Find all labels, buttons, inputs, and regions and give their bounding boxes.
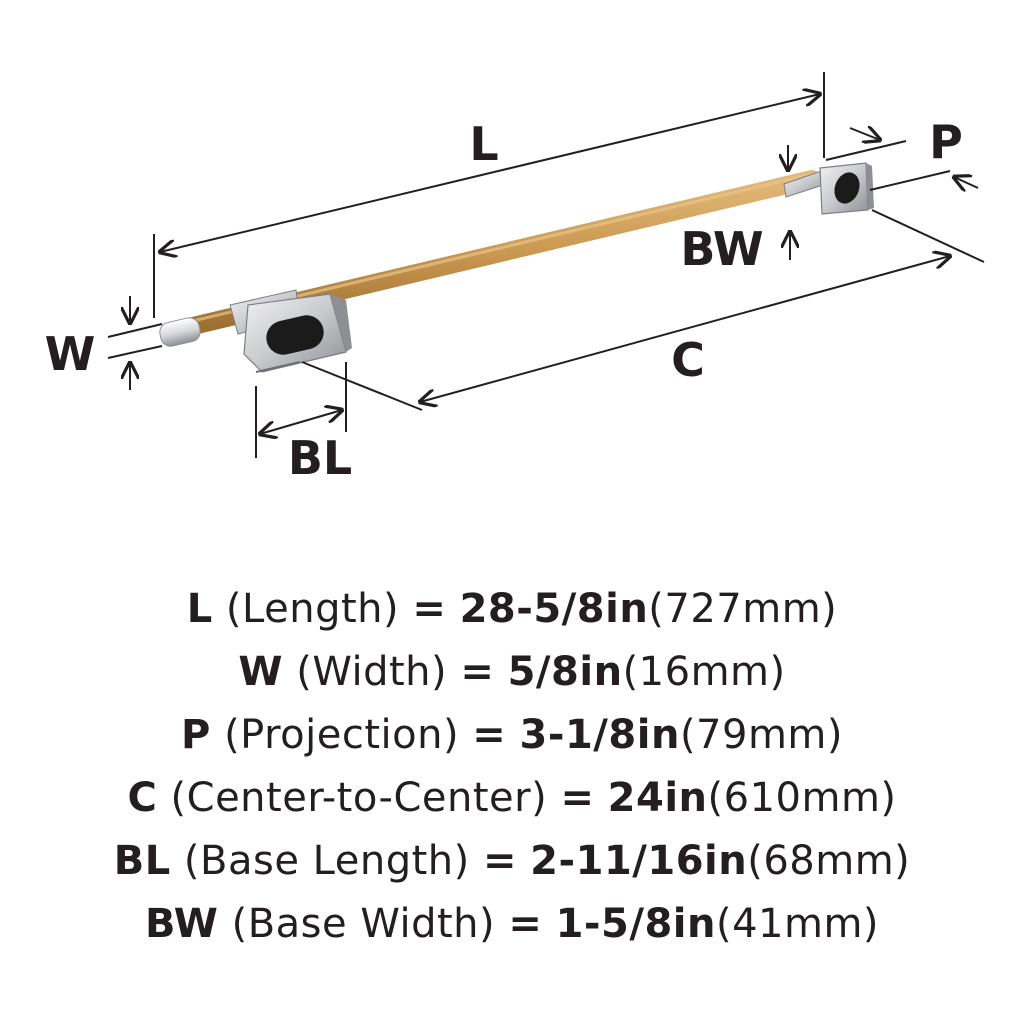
spec-metric: (41mm) (716, 901, 880, 947)
dimension-BL: BL (255, 362, 352, 485)
spec-abbr: BL (113, 838, 171, 884)
spec-base-length: BL (Base Length) = 2-11/16in(68mm) (0, 830, 1024, 893)
spec-value: 3-1/8in (519, 712, 680, 758)
spec-equals: = (472, 712, 507, 758)
spec-base-width: BW (Base Width) = 1-5/8in(41mm) (0, 893, 1024, 956)
spec-value: 1-5/8in (555, 901, 716, 947)
spec-value: 28-5/8in (459, 586, 649, 632)
spec-name: (Width) (296, 649, 448, 695)
towel-bar-dimension-diagram: L P BW W C BL (45, 72, 985, 485)
specification-list: L (Length) = 28-5/8in(727mm) W (Width) =… (0, 578, 1024, 956)
dimension-W: W (45, 296, 163, 390)
dimension-BL-label: BL (288, 431, 352, 485)
right-post-bracket (783, 162, 874, 215)
spec-projection: P (Projection) = 3-1/8in(79mm) (0, 704, 1024, 767)
spec-value: 5/8in (507, 649, 623, 695)
spec-name: (Base Width) (231, 901, 496, 947)
spec-equals: = (482, 838, 517, 884)
spec-abbr: BW (144, 901, 219, 947)
spec-name: (Projection) (224, 712, 460, 758)
dimension-L: L (153, 72, 825, 318)
spec-value: 24in (607, 775, 708, 821)
spec-center-to-center: C (Center-to-Center) = 24in(610mm) (0, 767, 1024, 830)
spec-abbr: W (238, 649, 283, 695)
spec-metric: (727mm) (648, 586, 838, 632)
spec-equals: = (412, 586, 447, 632)
dimension-BW-label: BW (680, 222, 763, 276)
spec-width: W (Width) = 5/8in(16mm) (0, 641, 1024, 704)
left-end-cap (159, 317, 201, 347)
spec-metric: (79mm) (679, 712, 843, 758)
spec-name: (Center-to-Center) (170, 775, 548, 821)
dimension-P-label: P (929, 115, 963, 169)
dimension-C-label: C (671, 333, 705, 387)
spec-equals: = (560, 775, 595, 821)
dimension-W-label: W (45, 327, 96, 381)
spec-abbr: P (181, 712, 211, 758)
spec-abbr: L (186, 586, 213, 632)
dimension-P: P (825, 115, 979, 190)
spec-equals: = (508, 901, 543, 947)
left-post-bracket (229, 289, 352, 373)
spec-length: L (Length) = 28-5/8in(727mm) (0, 578, 1024, 641)
spec-value: 2-11/16in (530, 838, 748, 884)
dimension-C: C (301, 209, 985, 411)
spec-abbr: C (127, 775, 158, 821)
spec-equals: = (460, 649, 495, 695)
spec-metric: (610mm) (707, 775, 897, 821)
dimension-L-label: L (469, 117, 498, 171)
spec-name: (Base Length) (183, 838, 470, 884)
spec-name: (Length) (225, 586, 400, 632)
spec-metric: (16mm) (622, 649, 786, 695)
spec-metric: (68mm) (747, 838, 911, 884)
